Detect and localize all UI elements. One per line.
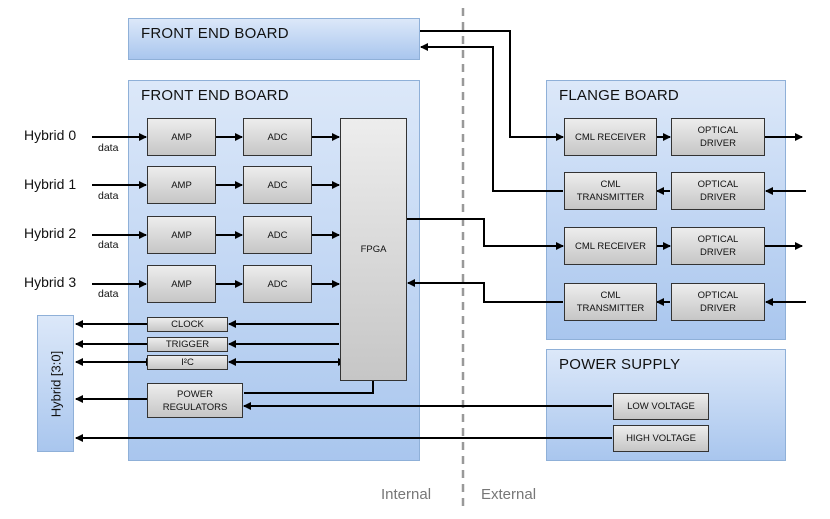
top-board-rx-wire: [420, 30, 564, 141]
tx-fpga-wire: [407, 279, 563, 303]
top-front-end-board-panel: FRONT END BOARD: [128, 18, 420, 60]
cml-receiver-block-1: CML RECEIVER: [564, 118, 657, 156]
trigger-block: TRIGGER: [147, 337, 228, 352]
tx-top-board-wire: [420, 43, 563, 192]
optical-driver-block-3: OPTICAL DRIVER: [671, 227, 765, 265]
hybrid-1-label: Hybrid 1: [24, 176, 77, 192]
adc-block-2: ADC: [243, 216, 312, 254]
power-supply-title: POWER SUPPLY: [559, 356, 681, 373]
hybrid-0-data-label: data: [98, 142, 119, 154]
main-front-end-board-title: FRONT END BOARD: [141, 87, 289, 104]
amp-block-2: AMP: [147, 216, 216, 254]
optical-driver-block-4: OPTICAL DRIVER: [671, 283, 765, 321]
optical-driver-block-1: OPTICAL DRIVER: [671, 118, 765, 156]
fpga-regulator-wire: [244, 381, 374, 394]
adc-block-1: ADC: [243, 166, 312, 204]
flange-board-title: FLANGE BOARD: [559, 87, 679, 104]
high-voltage-block: HIGH VOLTAGE: [613, 425, 709, 452]
top-front-end-board-title: FRONT END BOARD: [141, 25, 289, 42]
optical-driver-block-2: OPTICAL DRIVER: [671, 172, 765, 210]
fpga-block: FPGA: [340, 118, 407, 381]
amp-block-0: AMP: [147, 118, 216, 156]
hybrid-0-label: Hybrid 0: [24, 127, 77, 143]
adc-block-0: ADC: [243, 118, 312, 156]
i2c-block: I²C: [147, 355, 228, 370]
amp-block-1: AMP: [147, 166, 216, 204]
cml-transmitter-block-1: CML TRANSMITTER: [564, 172, 657, 210]
cml-transmitter-block-2: CML TRANSMITTER: [564, 283, 657, 321]
external-zone-label: External: [481, 486, 537, 503]
power-regulators-block: POWER REGULATORS: [147, 383, 243, 418]
hybrid-3-label: Hybrid 3: [24, 274, 77, 290]
cml-receiver-block-2: CML RECEIVER: [564, 227, 657, 265]
hybrid-3-data-label: data: [98, 288, 119, 300]
internal-zone-label: Internal: [381, 486, 432, 503]
hybrid-1-data-label: data: [98, 190, 119, 202]
adc-block-3: ADC: [243, 265, 312, 303]
amp-block-3: AMP: [147, 265, 216, 303]
hybrid-2-data-label: data: [98, 239, 119, 251]
hybrid-2-label: Hybrid 2: [24, 225, 77, 241]
fpga-rx-wire: [407, 218, 564, 250]
low-voltage-block: LOW VOLTAGE: [613, 393, 709, 420]
hybrid-bus-bar: Hybrid [3:0]: [37, 315, 74, 452]
clock-block: CLOCK: [147, 317, 228, 332]
